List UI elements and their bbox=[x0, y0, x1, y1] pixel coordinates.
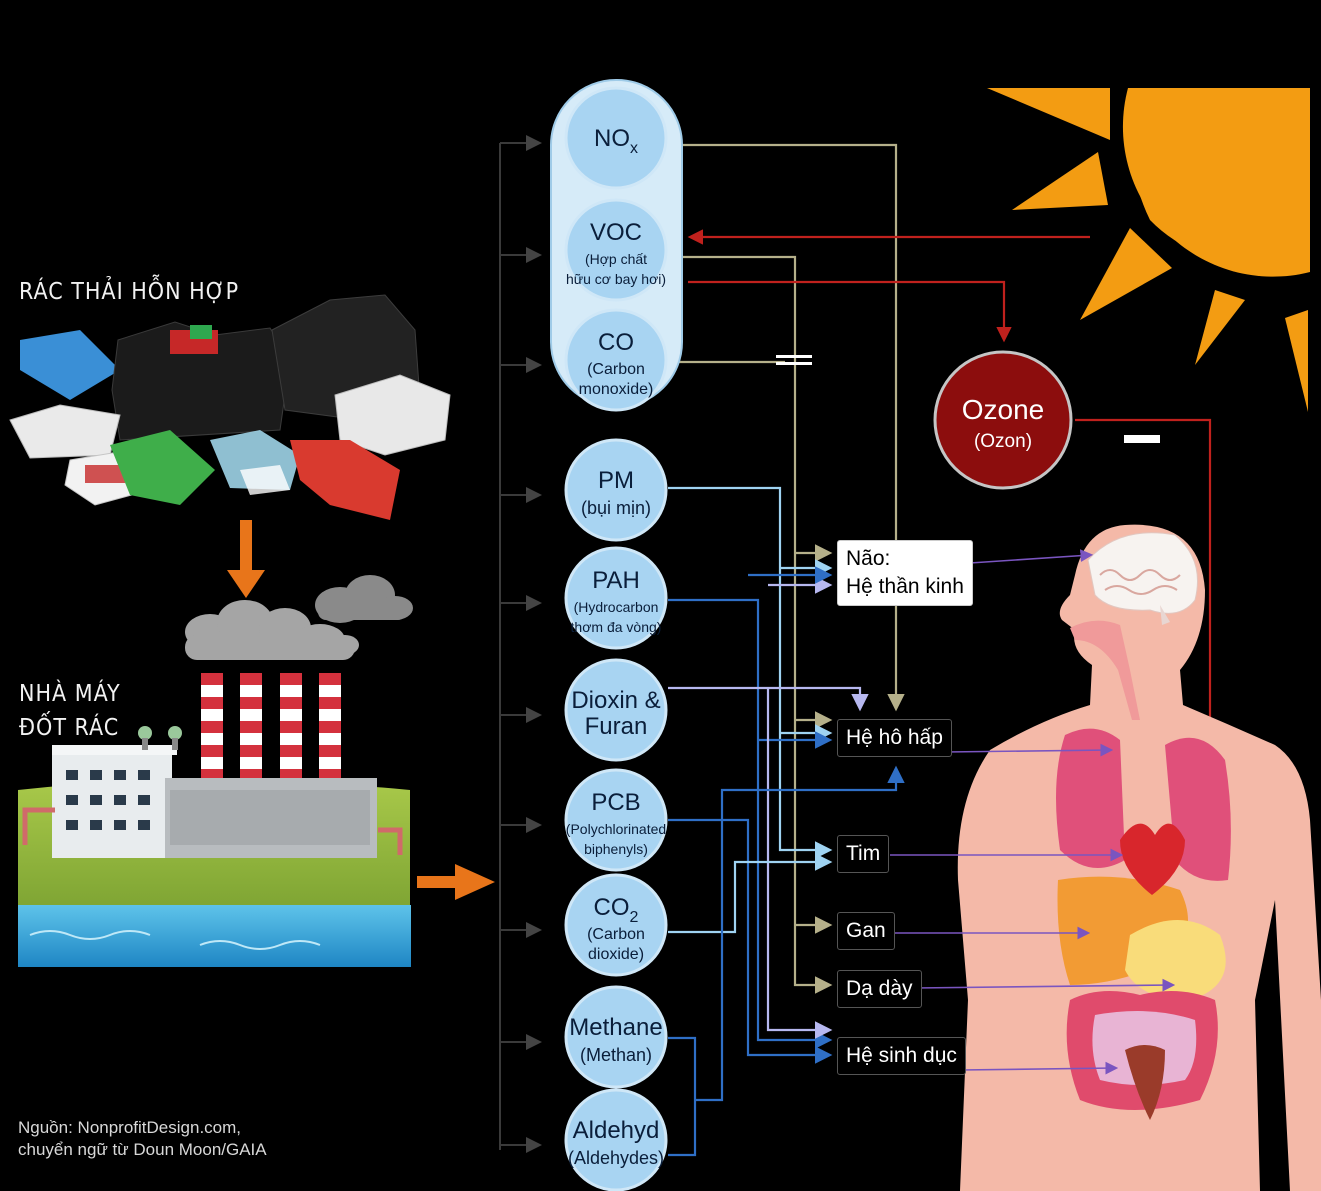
ozone-to-lungs bbox=[1075, 418, 1218, 780]
pollutant-pah: PAH (Hydrocarbon thơm đa vòng) bbox=[564, 546, 668, 650]
pollutant-subtitle-line1: Furan bbox=[585, 713, 648, 740]
pollutant-pcb: PCB (Polychlorinated biphenyls) bbox=[564, 768, 668, 872]
incinerator-plant-illustration bbox=[18, 575, 413, 967]
co2-to-heart bbox=[668, 853, 833, 934]
waste-pile-illustration bbox=[9, 294, 451, 520]
pollutant-circle bbox=[564, 438, 668, 542]
pollutant-circle bbox=[564, 1088, 668, 1191]
pollutant-circle bbox=[564, 658, 668, 762]
ozone-node: Ozone (Ozon) bbox=[933, 350, 1073, 490]
sun-illustration bbox=[987, 88, 1310, 412]
pollutant-aldehyd: Aldehyd (Aldehydes) bbox=[564, 1088, 668, 1191]
pollutant-circle bbox=[564, 873, 668, 977]
pollutant-circle bbox=[564, 985, 668, 1089]
pollutant-subtitle-line1: (Aldehydes) bbox=[568, 1148, 664, 1168]
ozone-subtitle: (Ozon) bbox=[974, 431, 1032, 452]
incinerator-label: NHÀ MÁY ĐỐT RÁC bbox=[19, 677, 121, 745]
pollutant-title: VOC bbox=[590, 219, 642, 246]
pollutant-co: CO (Carbon monoxide) bbox=[564, 308, 668, 412]
pollutant-title: PAH bbox=[592, 567, 640, 594]
ozone-title: Ozone bbox=[962, 394, 1045, 425]
stomach-pointer bbox=[914, 978, 1176, 992]
pollutant-circle bbox=[564, 86, 668, 190]
pollutant-subtitle-line2: dioxide) bbox=[588, 946, 644, 963]
incinerator-label-line2: ĐỐT RÁC bbox=[19, 715, 120, 741]
pollutant-title: CO2 bbox=[594, 894, 639, 926]
source-credit-line1: Nguồn: NonprofitDesign.com, bbox=[18, 1118, 242, 1137]
pollutant-title: PCB bbox=[591, 789, 640, 816]
pollutant-voc: VOC (Hợp chất hữu cơ bay hơi) bbox=[564, 198, 668, 302]
pollutant-subtitle-line1: (Polychlorinated bbox=[566, 821, 666, 837]
incinerator-label-line1: NHÀ MÁY bbox=[19, 681, 121, 707]
pollutant-circle bbox=[564, 546, 668, 650]
pollutant-title: NOx bbox=[594, 125, 638, 157]
organ-brain-box: Não: Hệ thần kinh bbox=[837, 540, 973, 606]
pollutant-subtitle-line1: (Carbon bbox=[587, 361, 645, 378]
organ-reproductive-box: Hệ sinh dục bbox=[837, 1037, 966, 1075]
lung-pointer bbox=[944, 743, 1114, 757]
pollutant-subtitle-line2: biphenyls) bbox=[584, 841, 648, 857]
mixed-waste-label: RÁC THẢI HỖN HỢP bbox=[19, 279, 240, 305]
pollutant-subtitle-line2: monoxide) bbox=[579, 381, 654, 398]
pollutant-title: Methane bbox=[569, 1014, 662, 1041]
pollutant-circle bbox=[564, 308, 668, 412]
reproductive-pointer bbox=[959, 1061, 1119, 1075]
pollutant-pm: PM (bụi mịn) bbox=[564, 438, 668, 542]
organ-respiratory-box: Hệ hô hấp bbox=[837, 719, 952, 757]
pcb-to-reproductive bbox=[668, 818, 833, 1064]
methane-to-respiratory bbox=[695, 765, 905, 1102]
organ-heart-box: Tim bbox=[837, 835, 890, 873]
voc-to-ozone bbox=[688, 280, 1012, 343]
methane-aldehyd-join bbox=[668, 1036, 697, 1157]
pollutant-title: CO bbox=[598, 329, 634, 356]
source-credit: Nguồn: NonprofitDesign.com, chuyển ngữ t… bbox=[18, 1117, 267, 1161]
pollutant-subtitle-line2: hữu cơ bay hơi) bbox=[566, 271, 666, 287]
pollutant-dioxin: Dioxin &Furan bbox=[564, 658, 668, 762]
minus-sign bbox=[1124, 435, 1160, 443]
pollutant-subtitle-line1: (Carbon bbox=[587, 926, 645, 943]
organ-brain-line2: Hệ thần kinh bbox=[846, 575, 964, 598]
organ-pointer-arrows bbox=[890, 549, 1176, 1075]
emission-feeder-arrows bbox=[500, 135, 542, 1153]
pollutant-co2: CO2(Carbon dioxide) bbox=[564, 873, 668, 977]
pollutant-circle bbox=[564, 198, 668, 302]
organ-liver-box: Gan bbox=[837, 912, 895, 950]
pollutant-title: PM bbox=[598, 467, 634, 494]
pah-to-reproductive bbox=[668, 598, 833, 1049]
dioxin-to-reproductive bbox=[766, 688, 833, 1039]
equals-sign bbox=[776, 355, 812, 365]
source-credit-line2: chuyển ngữ từ Doun Moon/GAIA bbox=[18, 1140, 267, 1159]
pollutant-title: Aldehyd bbox=[573, 1117, 660, 1144]
pollutant-nox: NOx bbox=[564, 86, 668, 190]
voc-to-stomach bbox=[672, 255, 833, 994]
pollutant-methane: Methane (Methan) bbox=[564, 985, 668, 1089]
connector-lines bbox=[668, 143, 1218, 1157]
nox-to-respiratory bbox=[672, 143, 905, 712]
pm-to-heart bbox=[668, 486, 833, 859]
pollutant-circle bbox=[564, 768, 668, 872]
organ-stomach-box: Dạ dày bbox=[837, 970, 922, 1008]
pollutant-subtitle-line1: (bụi mịn) bbox=[581, 498, 651, 518]
pollutant-title: Dioxin & bbox=[571, 687, 660, 714]
pollutant-subtitle-line1: (Methan) bbox=[580, 1045, 652, 1065]
plant-to-pollutants-arrow bbox=[417, 864, 495, 900]
pollutant-subtitle-line1: (Hydrocarbon bbox=[574, 599, 659, 615]
brain-pointer bbox=[969, 549, 1094, 564]
organ-brain-line1: Não: bbox=[846, 547, 891, 570]
waste-to-plant-arrow bbox=[227, 520, 265, 598]
human-body-illustration bbox=[957, 524, 1321, 1191]
dioxin-to-respiratory bbox=[668, 686, 869, 712]
pollutant-subtitle-line2: thơm đa vòng) bbox=[571, 619, 662, 635]
pollutant-subtitle-line1: (Hợp chất bbox=[585, 251, 647, 267]
